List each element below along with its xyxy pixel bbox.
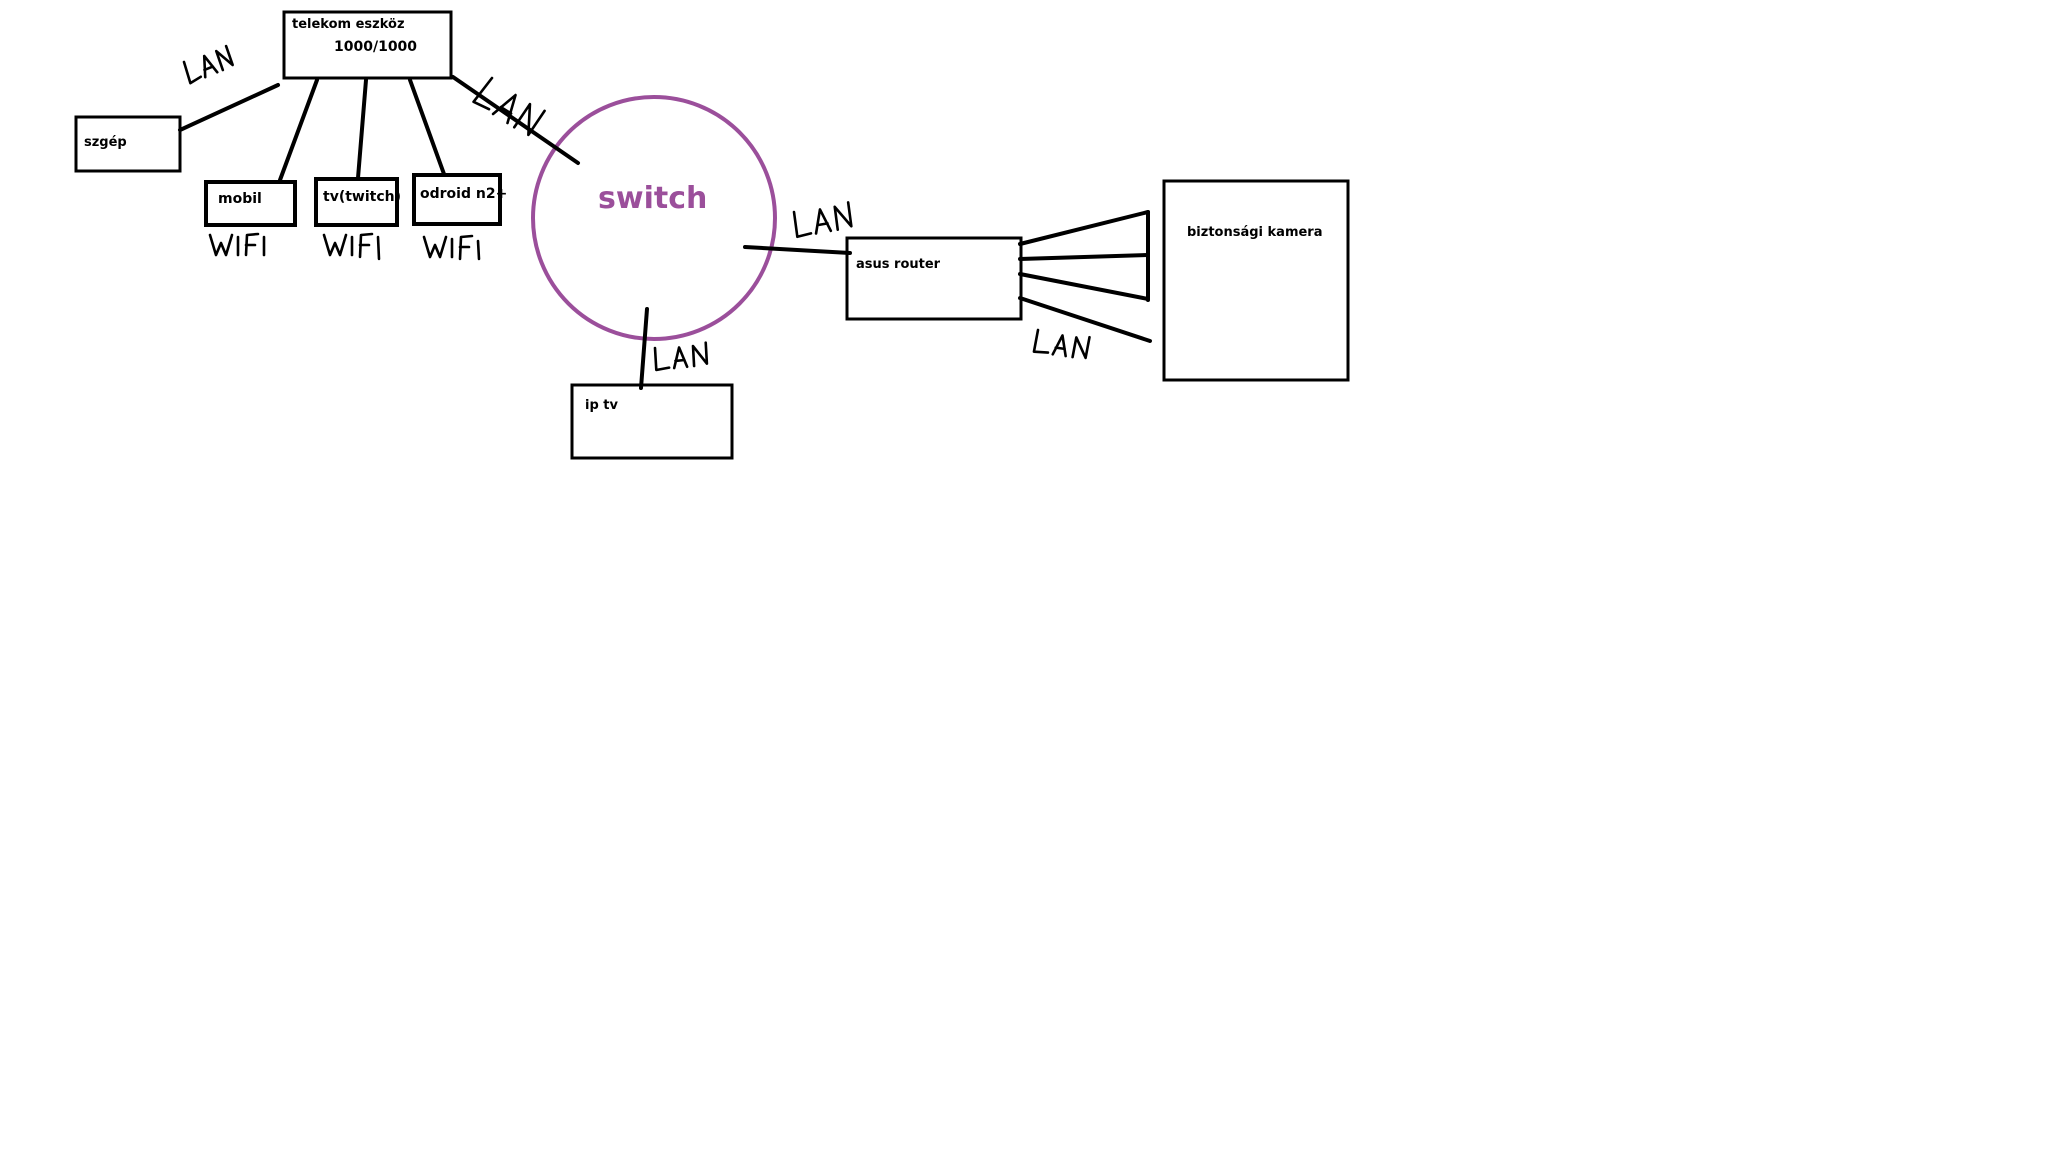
link-telekom-odroid bbox=[408, 78, 446, 176]
link-telekom-szgep bbox=[178, 83, 280, 132]
lan-label-asus-kamera bbox=[1032, 328, 1091, 360]
wifi-label-mobil bbox=[208, 232, 266, 257]
wifi-label-tv bbox=[322, 232, 381, 261]
tv-node: tv(twitch) bbox=[314, 177, 401, 227]
link-asus-kamera-4 bbox=[1018, 296, 1152, 343]
link-switch-iptv bbox=[639, 307, 649, 390]
link-telekom-switch bbox=[451, 75, 580, 165]
odroid-label: odroid n2+ bbox=[420, 186, 507, 202]
link-switch-asus bbox=[743, 245, 852, 255]
tv-label: tv(twitch) bbox=[323, 189, 401, 205]
handwritten-edge-labels bbox=[182, 44, 1091, 372]
link-asus-kamera-2 bbox=[1018, 253, 1150, 261]
telekom-node: telekom eszköz 1000/1000 bbox=[282, 10, 453, 80]
kamera-label: biztonsági kamera bbox=[1187, 225, 1323, 240]
link-asus-kamera-1 bbox=[1018, 210, 1150, 246]
odroid-node: odroid n2+ bbox=[412, 173, 507, 226]
mobil-node: mobil bbox=[204, 180, 297, 227]
kamera-node: biztonsági kamera bbox=[1162, 179, 1350, 382]
iptv-label: ip tv bbox=[585, 398, 619, 413]
telekom-speed-label: 1000/1000 bbox=[334, 39, 417, 55]
lan-label-switch-asus bbox=[792, 201, 853, 239]
szgep-label: szgép bbox=[84, 135, 127, 150]
lan-label-switch-iptv bbox=[653, 341, 709, 372]
switch-label: switch bbox=[598, 181, 707, 216]
mobil-label: mobil bbox=[218, 191, 262, 207]
link-telekom-tv bbox=[356, 78, 368, 180]
lan-label-telekom-szgep bbox=[182, 44, 234, 85]
connections bbox=[178, 75, 1152, 390]
asus-router-label: asus router bbox=[856, 257, 941, 272]
iptv-node: ip tv bbox=[570, 383, 734, 460]
link-asus-kamera-3 bbox=[1018, 272, 1150, 301]
wifi-label-odroid bbox=[422, 234, 481, 261]
link-telekom-mobil bbox=[278, 78, 319, 182]
switch-node: switch bbox=[531, 95, 777, 341]
lan-label-telekom-switch bbox=[472, 76, 546, 137]
szgep-node: szgép bbox=[74, 115, 182, 173]
asus-router-node: asus router bbox=[845, 236, 1023, 321]
telekom-label: telekom eszköz bbox=[292, 17, 405, 32]
